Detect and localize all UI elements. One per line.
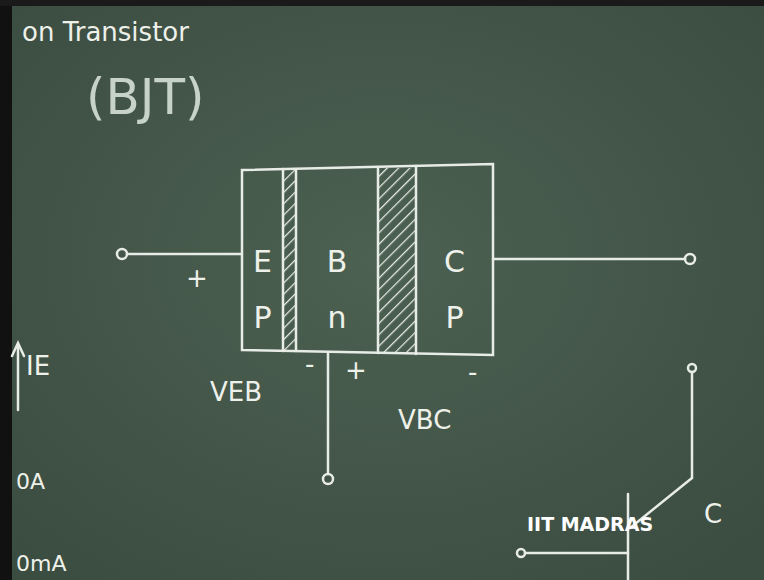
polarity-sign: + <box>186 264 208 293</box>
doping-type: n <box>327 300 346 336</box>
voltage-label: VEB <box>210 378 262 407</box>
doping-type: P <box>445 300 463 336</box>
polarity-sign: - <box>305 350 314 379</box>
polarity-sign: + <box>345 356 367 385</box>
region-letter: B <box>327 244 348 280</box>
board-heading: on Transistor <box>22 18 189 47</box>
voltage-label: VBC <box>398 406 451 435</box>
subtitle: (BJT) <box>86 70 205 125</box>
doping-type: P <box>253 300 271 336</box>
semiconductor-region: Bn <box>296 172 378 348</box>
region-letter: E <box>253 244 272 280</box>
semiconductor-region: EP <box>242 172 283 348</box>
region-letter: C <box>444 244 465 280</box>
scale-value: 0mA <box>16 552 66 576</box>
scale-value: 0A <box>16 470 45 494</box>
semiconductor-region: CP <box>416 172 493 348</box>
polarity-sign: - <box>468 358 477 387</box>
watermark: IIT MADRAS <box>527 514 653 535</box>
terminal-letter: C <box>704 500 722 529</box>
current-label: IE <box>26 352 50 381</box>
